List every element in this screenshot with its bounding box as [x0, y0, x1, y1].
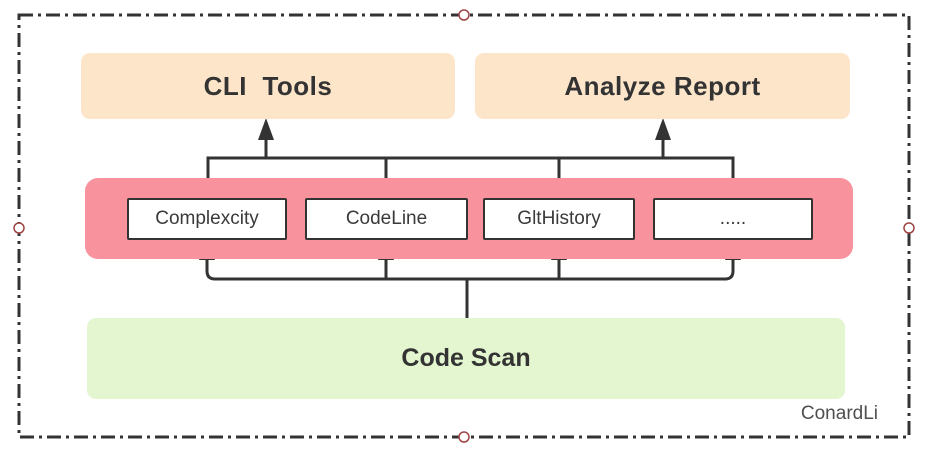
analyze-report-box[interactable]: Analyze Report [475, 53, 850, 119]
code-scan-label: Code Scan [401, 344, 531, 372]
complexcity-label: Complexcity [155, 208, 259, 229]
arrow-to-analyze-icon [655, 118, 671, 140]
selection-handle-bottom-icon[interactable] [458, 431, 470, 443]
githistory-label: GltHistory [517, 208, 601, 229]
more-plugins-box[interactable]: ..... [653, 198, 813, 240]
selection-handles [13, 9, 915, 443]
arrow-to-cli-icon [258, 118, 274, 140]
selection-handle-right-icon[interactable] [903, 222, 915, 234]
top-arrowheads [258, 118, 671, 140]
cli-tools-box[interactable]: CLI Tools [81, 53, 455, 119]
selection-handle-top-icon[interactable] [458, 9, 470, 21]
watermark: ConardLi [800, 403, 878, 424]
complexcity-box[interactable]: Complexcity [127, 198, 287, 240]
analyze-report-label: Analyze Report [564, 70, 761, 101]
more-plugins-label: ..... [719, 208, 747, 229]
codeline-label: CodeLine [345, 208, 428, 229]
code-scan-box[interactable]: Code Scan [87, 318, 845, 399]
bottom-connectors [205, 258, 735, 318]
cli-tools-label: CLI Tools [203, 70, 333, 101]
codeline-box[interactable]: CodeLine [305, 198, 468, 240]
githistory-box[interactable]: GltHistory [483, 198, 635, 240]
selection-handle-left-icon[interactable] [13, 222, 25, 234]
